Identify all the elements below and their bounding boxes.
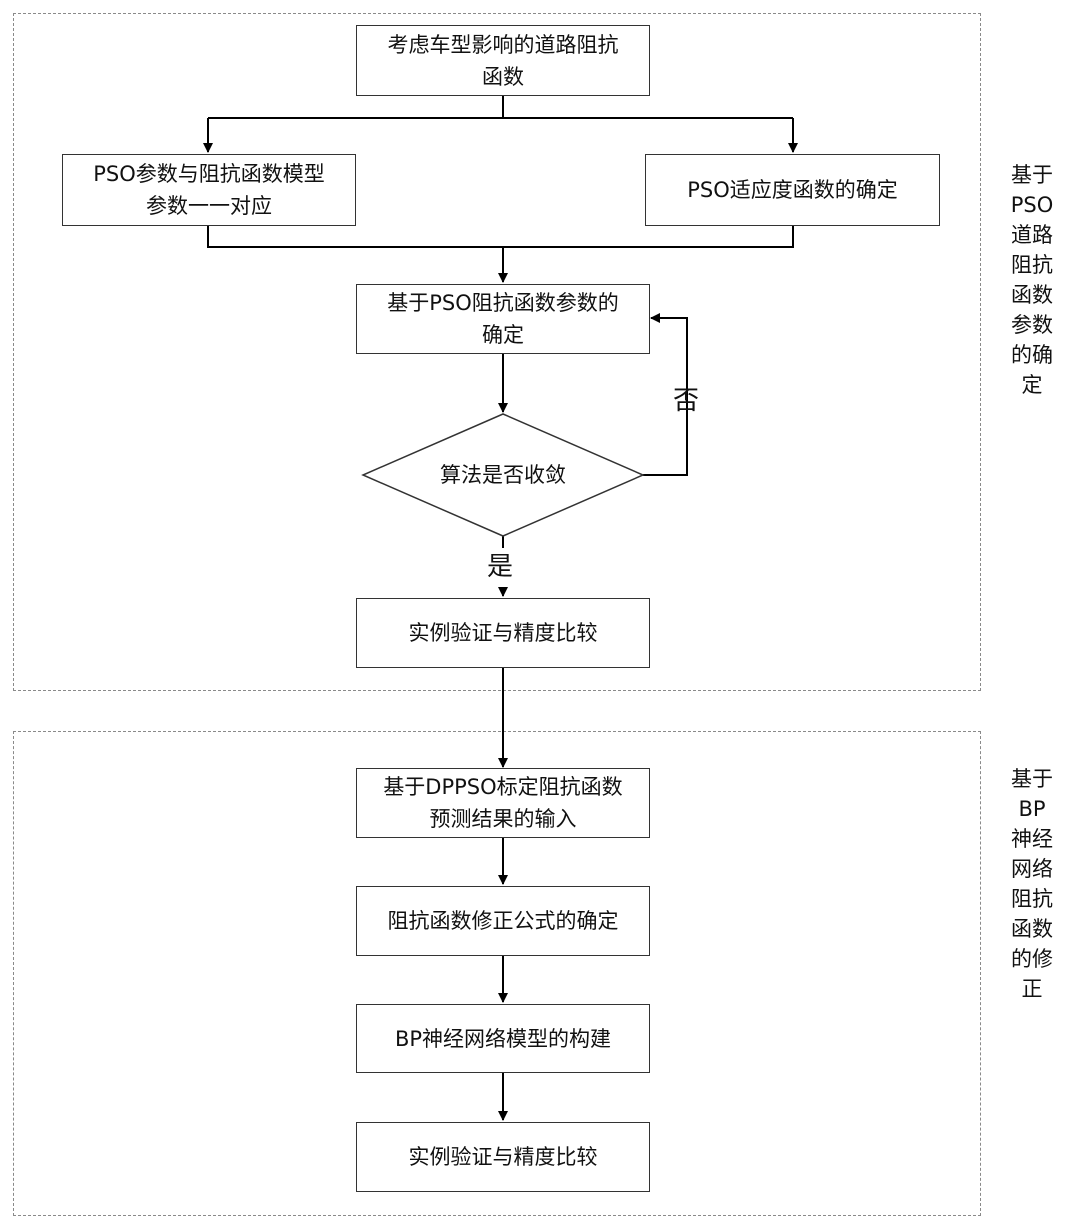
- node-road-impedance-function: 考虑车型影响的道路阻抗 函数: [356, 25, 650, 96]
- node-pso-fitness-function: PSO适应度函数的确定: [645, 154, 940, 226]
- node-pso-fitness-function-text: PSO适应度函数的确定: [687, 178, 898, 202]
- group-pso-label: 基于PSO道路阻抗函数参数的确定: [1010, 163, 1054, 397]
- node-bp-model-build-text: BP神经网络模型的构建: [394, 1026, 612, 1051]
- group-bp-label: 基于BP神经网络阻抗函数的修正: [1011, 767, 1053, 1001]
- node-validation-1: 实例验证与精度比较: [356, 598, 650, 668]
- edge-n5-n4-loop: [643, 313, 688, 476]
- decision-diamond: [361, 413, 645, 537]
- edge-label-no: 否: [673, 386, 700, 416]
- node-validation-1-text: 实例验证与精度比较: [408, 621, 598, 645]
- node-road-impedance-function-text: 考虑车型影响的道路阻抗 函数: [387, 32, 619, 89]
- node-correction-formula: 阻抗函数修正公式的确定: [356, 886, 650, 956]
- edge-n2-merge: [207, 226, 794, 248]
- node-correction-formula-text: 阻抗函数修正公式的确定: [387, 909, 619, 933]
- node-pso-param-determination: 基于PSO阻抗函数参数的 确定: [356, 284, 650, 354]
- node-pso-param-mapping-text: PSO参数与阻抗函数模型 参数一一对应: [93, 162, 325, 218]
- node-bp-model-build: BP神经网络模型的构建: [356, 1004, 650, 1073]
- node-pso-param-determination-text: 基于PSO阻抗函数参数的 确定: [387, 291, 619, 347]
- node-pso-param-mapping: PSO参数与阻抗函数模型 参数一一对应: [62, 154, 356, 226]
- node-dppso-input-text: 基于DPPSO标定阻抗函数 预测结果的输入: [383, 775, 623, 831]
- group-pso: [13, 13, 981, 691]
- decision-converged-text: 算法是否收敛: [440, 463, 566, 487]
- node-validation-2: 实例验证与精度比较: [356, 1122, 650, 1192]
- node-validation-2-text: 实例验证与精度比较: [408, 1145, 598, 1169]
- edge-label-yes: 是: [487, 552, 514, 582]
- group-bp: [13, 731, 981, 1216]
- node-dppso-input: 基于DPPSO标定阻抗函数 预测结果的输入: [356, 768, 650, 838]
